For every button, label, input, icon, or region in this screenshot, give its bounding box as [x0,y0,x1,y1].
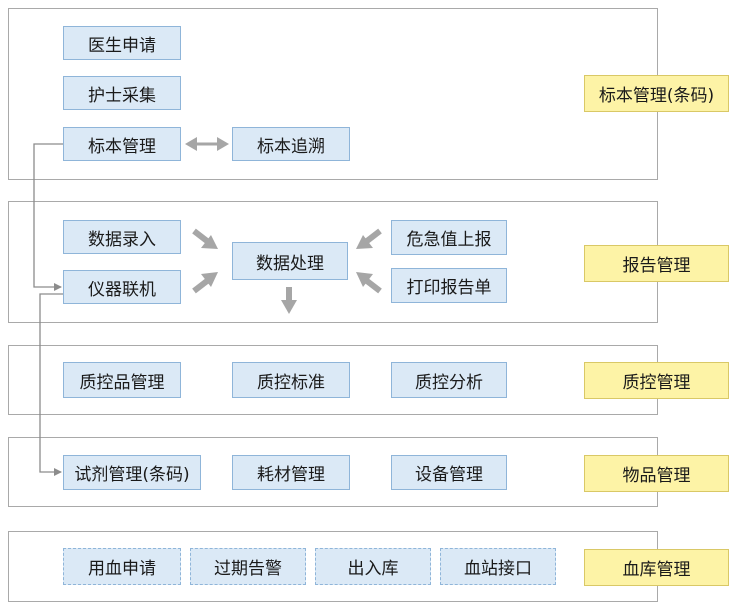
label-report-management: 报告管理 [584,245,729,282]
node-qc-analysis: 质控分析 [391,362,507,398]
node-inventory-in-out: 出入库 [315,548,431,585]
node-instrument-interface: 仪器联机 [63,270,181,304]
node-equipment-management: 设备管理 [391,455,507,490]
label-qc-management: 质控管理 [584,362,729,399]
node-reagent-management-barcode: 试剂管理(条码) [63,455,201,490]
label-goods-management: 物品管理 [584,455,729,492]
node-qc-material-management: 质控品管理 [63,362,181,398]
node-data-processing: 数据处理 [232,242,348,280]
node-nurse-collection: 护士采集 [63,76,181,110]
label-blood-bank-management: 血库管理 [584,549,729,586]
label-specimen-management-barcode: 标本管理(条码) [584,75,729,112]
node-print-report: 打印报告单 [391,268,507,303]
node-blood-station-interface: 血站接口 [440,548,556,585]
node-expiry-alert: 过期告警 [190,548,306,585]
node-doctor-request: 医生申请 [63,26,181,60]
node-critical-value-report: 危急值上报 [391,220,507,255]
node-specimen-tracing: 标本追溯 [232,127,350,161]
node-specimen-management: 标本管理 [63,127,181,161]
node-qc-standard: 质控标准 [232,362,350,398]
node-data-entry: 数据录入 [63,220,181,254]
node-blood-request: 用血申请 [63,548,181,585]
node-consumables-management: 耗材管理 [232,455,350,490]
